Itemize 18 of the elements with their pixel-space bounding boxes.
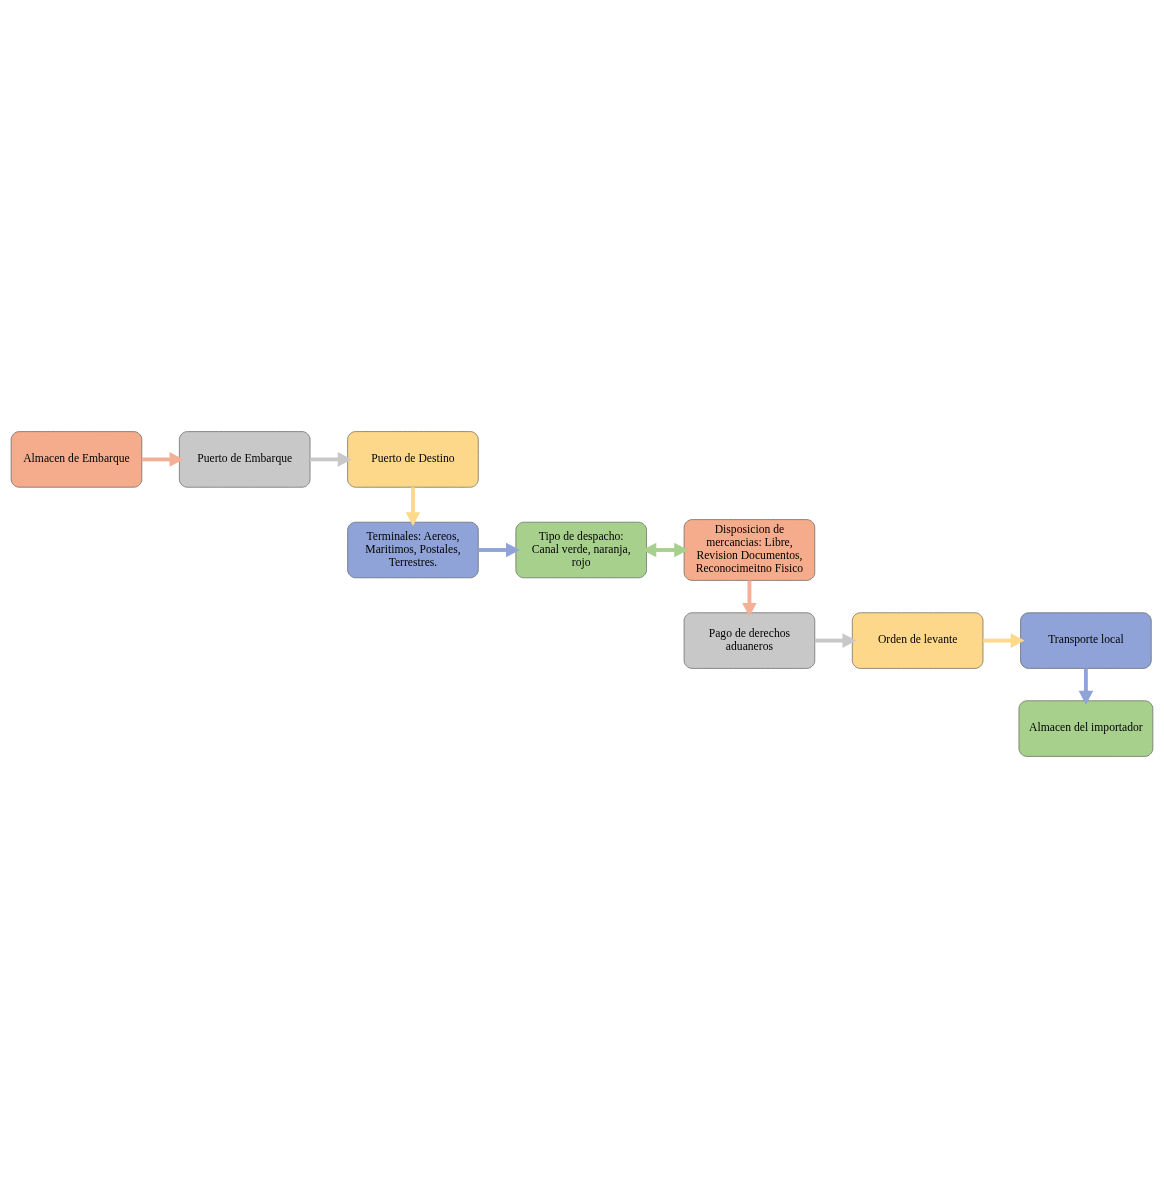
node-box: Almacen de Embarque (10, 430, 143, 488)
node-box: Tipo de despacho: Canal verde, naranja, rojo (515, 521, 647, 578)
node-box: Orden de levante (852, 611, 984, 669)
node-box: Pago de derechos aduaneros (683, 611, 816, 669)
node-box: Disposicion de mercancias: Libre, Revision Documentos, Reconocimeitno Fisico (683, 518, 816, 581)
arrow (478, 542, 520, 557)
node-box: Terminales: Aereos, Maritimos, Postales, Terrestres. (347, 521, 479, 578)
node-box: Transporte local (1020, 611, 1152, 669)
node-box: Almacen del importador (1018, 699, 1154, 757)
arrow (1078, 667, 1094, 705)
arrow (310, 451, 352, 467)
arrow (814, 632, 857, 648)
arrow (141, 451, 184, 467)
node-box: Puerto de Embarque (179, 430, 311, 488)
node-box: Puerto de Destino (347, 430, 479, 488)
arrow (405, 486, 421, 526)
arrow (983, 632, 1025, 648)
arrow (742, 580, 757, 617)
